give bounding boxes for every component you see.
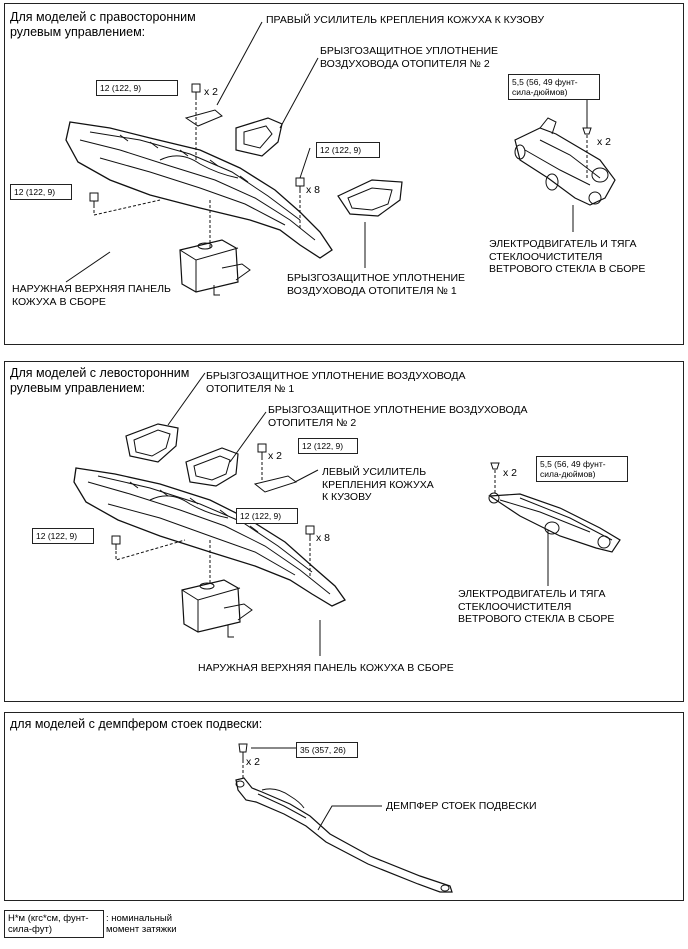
lhd-multiplier-3: x 2 <box>503 467 518 479</box>
rhd-multiplier-2: x 8 <box>306 184 321 196</box>
rhd-panel <box>4 3 684 345</box>
lhd-torque-box-2: 12 (122, 9) <box>32 528 94 544</box>
damper-heading: для моделей с демпфером стоек подвески: <box>10 717 263 731</box>
lhd-heading: Для моделей с левосторонним рулевым упра… <box>10 366 190 395</box>
rhd-outer-panel-label: НАРУЖНАЯ ВЕРХНЯЯ ПАНЕЛЬ КОЖУХА В СБОРЕ <box>12 283 171 308</box>
rhd-torque-box-3: 12 (122, 9) <box>316 142 380 158</box>
lhd-outer-panel-label: НАРУЖНАЯ ВЕРХНЯЯ ПАНЕЛЬ КОЖУХА В СБОРЕ <box>198 662 454 674</box>
legend-torque-unit-box: Н*м (кгс*см, фунт- сила-фут) <box>4 910 104 938</box>
lhd-seal-no1-label: БРЫЗГОЗАЩИТНОЕ УПЛОТНЕНИЕ ВОЗДУХОВОДА ОТ… <box>206 370 466 395</box>
damper-label: ДЕМПФЕР СТОЕК ПОДВЕСКИ <box>386 800 537 812</box>
rhd-heading: Для моделей с правосторонним рулевым упр… <box>10 10 196 39</box>
rhd-wiper-motor-label: ЭЛЕКТРОДВИГАТЕЛЬ И ТЯГА СТЕКЛООЧИСТИТЕЛЯ… <box>489 238 646 275</box>
rhd-torque-box-2: 12 (122, 9) <box>10 184 72 200</box>
lhd-wiper-motor-label: ЭЛЕКТРОДВИГАТЕЛЬ И ТЯГА СТЕКЛООЧИСТИТЕЛЯ… <box>458 588 615 625</box>
rhd-torque-box-1: 12 (122, 9) <box>96 80 178 96</box>
rhd-multiplier-3: x 2 <box>597 136 612 148</box>
lhd-multiplier-2: x 8 <box>316 532 331 544</box>
damper-multiplier: x 2 <box>246 756 261 768</box>
lhd-torque-box-1: 12 (122, 9) <box>298 438 358 454</box>
lhd-seal-no2-label: БРЫЗГОЗАЩИТНОЕ УПЛОТНЕНИЕ ВОЗДУХОВОДА ОТ… <box>268 404 528 429</box>
damper-torque-box: 35 (357, 26) <box>296 742 358 758</box>
lhd-multiplier-1: x 2 <box>268 450 283 462</box>
lhd-torque-box-3: 12 (122, 9) <box>236 508 298 524</box>
rhd-seal-no1-label: БРЫЗГОЗАЩИТНОЕ УПЛОТНЕНИЕ ВОЗДУХОВОДА ОТ… <box>287 272 466 297</box>
rhd-multiplier-1: x 2 <box>204 86 219 98</box>
legend-text: : номинальный момент затяжки <box>106 913 177 935</box>
lhd-panel <box>4 361 684 702</box>
rhd-seal-no2-label: БРЫЗГОЗАЩИТНОЕ УПЛОТНЕНИЕ ВОЗДУХОВОДА ОТ… <box>320 45 499 70</box>
lhd-torque-box-4: 5,5 (56, 49 фунт- сила-дюймов) <box>536 456 628 482</box>
rhd-right-reinforcement-label: ПРАВЫЙ УСИЛИТЕЛЬ КРЕПЛЕНИЯ КОЖУХА К КУЗО… <box>266 14 545 26</box>
lhd-left-reinforcement-label: ЛЕВЫЙ УСИЛИТЕЛЬ КРЕПЛЕНИЯ КОЖУХА К КУЗОВ… <box>322 466 434 503</box>
rhd-torque-box-4: 5,5 (56, 49 фунт- сила-дюймов) <box>508 74 600 100</box>
